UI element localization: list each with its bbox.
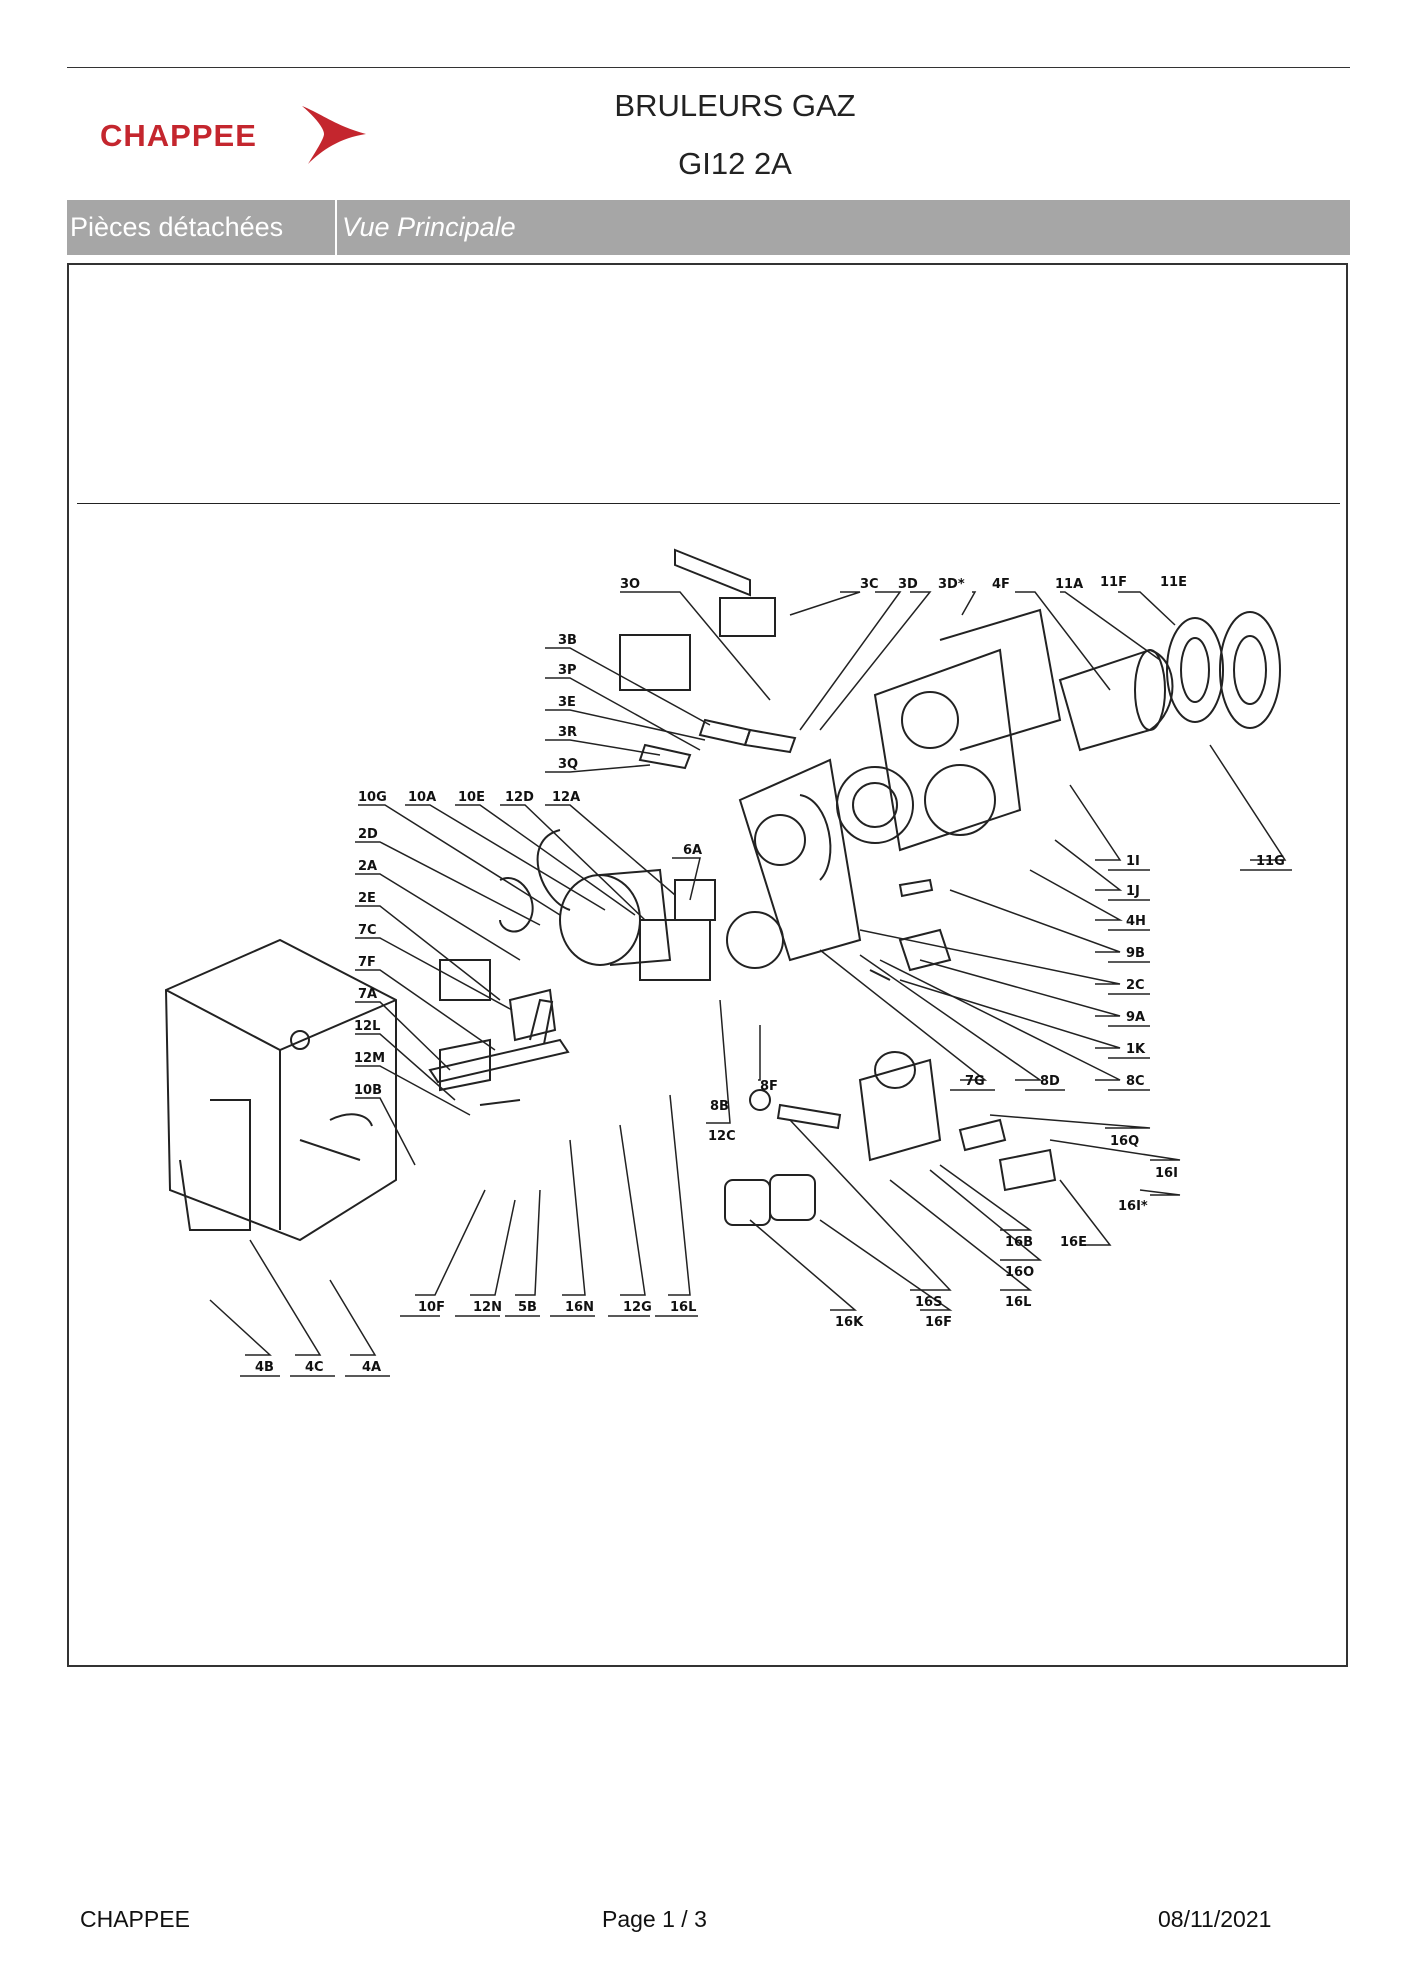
- burner-housing-part: [738, 758, 862, 962]
- blast-tube-part: [1058, 648, 1174, 752]
- label-1K: 1K: [1126, 1042, 1146, 1057]
- label-3O: 3O: [620, 577, 640, 592]
- label-3R: 3R: [558, 725, 577, 740]
- label-7C: 7C: [358, 923, 377, 938]
- brand-logo-text: CHAPPEE: [100, 118, 257, 153]
- label-10F: 10F: [418, 1300, 445, 1315]
- label-12G: 12G: [623, 1300, 652, 1315]
- label-16Q: 16Q: [1110, 1134, 1139, 1149]
- label-3P: 3P: [558, 663, 577, 678]
- section-label-parts: Pièces détachées: [70, 212, 284, 242]
- label-16N: 16N: [565, 1300, 594, 1315]
- label-3B: 3B: [558, 633, 577, 648]
- footer-page-number: Page 1 / 3: [602, 1906, 707, 1932]
- motor-part: [559, 874, 641, 966]
- label-16F: 16F: [925, 1315, 952, 1330]
- brand-swoosh-icon: [302, 106, 366, 164]
- label-5B: 5B: [518, 1300, 537, 1315]
- label-8D: 8D: [1040, 1074, 1060, 1089]
- label-4C: 4C: [305, 1360, 324, 1375]
- label-4A: 4A: [362, 1360, 381, 1375]
- label-16I-star: 16I*: [1118, 1199, 1148, 1214]
- label-11E: 11E: [1160, 575, 1187, 590]
- label-2A: 2A: [358, 859, 377, 874]
- label-11G: 11G: [1256, 854, 1285, 869]
- control-box-part: [639, 919, 711, 981]
- label-12M: 12M: [354, 1051, 385, 1066]
- label-2D: 2D: [358, 827, 378, 842]
- label-16K: 16K: [835, 1315, 864, 1330]
- label-8B: 8B: [710, 1099, 729, 1114]
- label-3D-star: 3D*: [938, 577, 965, 592]
- ignition-block-part: [439, 1038, 491, 1092]
- label-10G: 10G: [358, 790, 387, 805]
- flange-plate-part: [873, 648, 1022, 852]
- diagram-frame: [67, 263, 1348, 1667]
- label-1J: 1J: [1126, 884, 1140, 899]
- label-2E: 2E: [358, 891, 376, 906]
- label-16E: 16E: [1060, 1235, 1087, 1250]
- label-2C: 2C: [1126, 978, 1145, 993]
- label-7F: 7F: [358, 955, 376, 970]
- label-16L-valve: 16L: [1005, 1295, 1031, 1310]
- head-ring-part: [1166, 617, 1224, 723]
- label-8F: 8F: [760, 1079, 778, 1094]
- label-4H: 4H: [1126, 914, 1146, 929]
- label-12D: 12D: [505, 790, 534, 805]
- page-title: BRULEURS GAZ: [614, 88, 856, 123]
- label-12N: 12N: [473, 1300, 502, 1315]
- label-16B: 16B: [1005, 1235, 1033, 1250]
- label-12A: 12A: [552, 790, 580, 805]
- section-bar: Pièces détachées Vue Principale: [67, 200, 1350, 255]
- frame-divider: [77, 503, 1340, 504]
- label-1I: 1I: [1126, 854, 1140, 869]
- page-subtitle: GI12 2A: [678, 146, 792, 181]
- burner-cover-part: [164, 938, 397, 1242]
- fan-wheel-part: [836, 766, 914, 844]
- footer-brand: CHAPPEE: [80, 1906, 190, 1932]
- label-16I: 16I: [1155, 1166, 1178, 1181]
- label-7G: 7G: [965, 1074, 985, 1089]
- label-9B: 9B: [1126, 946, 1145, 961]
- label-7A: 7A: [358, 987, 377, 1002]
- transformer-part: [439, 959, 491, 1001]
- label-10B: 10B: [354, 1083, 382, 1098]
- label-4F: 4F: [992, 577, 1010, 592]
- label-3E: 3E: [558, 695, 576, 710]
- gas-valve-part: [858, 1058, 942, 1162]
- label-10E: 10E: [458, 790, 485, 805]
- section-separator: [335, 200, 337, 255]
- footer-date: 08/11/2021: [1158, 1906, 1272, 1932]
- label-11A: 11A: [1055, 577, 1083, 592]
- label-16O: 16O: [1005, 1265, 1034, 1280]
- exploded-view-diagram: 3O 3C 3D 3D* 4F 11A 11F 11E 3B 3P 3E 3R …: [164, 548, 1292, 1377]
- section-label-view: Vue Principale: [342, 212, 516, 242]
- brand-logo: CHAPPEE: [100, 100, 370, 170]
- label-3D: 3D: [898, 577, 918, 592]
- label-11F: 11F: [1100, 575, 1127, 590]
- label-10A: 10A: [408, 790, 436, 805]
- label-3Q: 3Q: [558, 757, 578, 772]
- label-16S: 16S: [915, 1295, 942, 1310]
- valve-coil-part: [724, 1179, 771, 1226]
- label-4B: 4B: [255, 1360, 274, 1375]
- label-9A: 9A: [1126, 1010, 1145, 1025]
- seal-ring-part: [1219, 611, 1281, 729]
- label-12C: 12C: [708, 1129, 736, 1144]
- label-16L: 16L: [670, 1300, 696, 1315]
- header-rule: [67, 67, 1350, 68]
- label-8C: 8C: [1126, 1074, 1145, 1089]
- label-3C: 3C: [860, 577, 879, 592]
- gas-tube-part: [428, 1038, 570, 1084]
- label-12L: 12L: [354, 1019, 380, 1034]
- label-6A: 6A: [683, 843, 702, 858]
